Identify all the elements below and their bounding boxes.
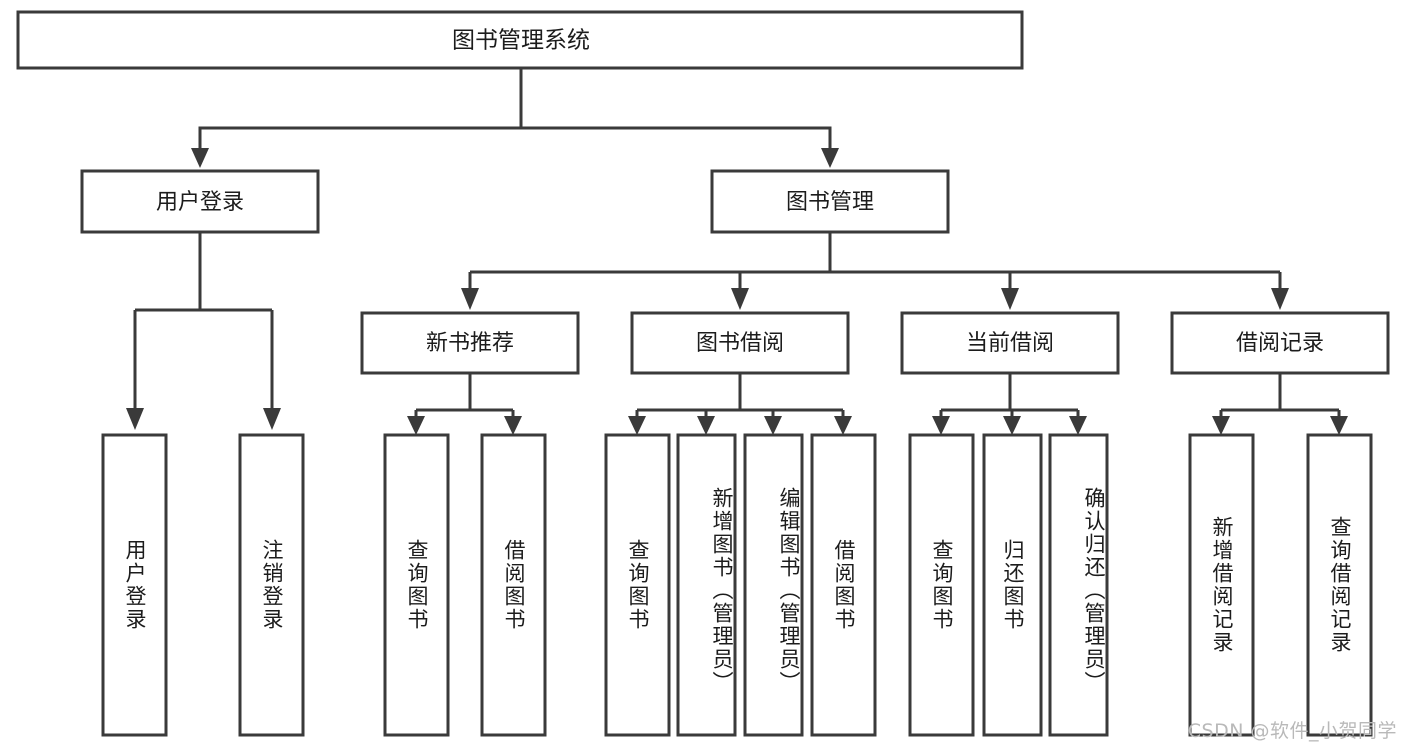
node-root-box (16, 10, 1024, 70)
connector-book-borrow-to-leaves (628, 373, 852, 435)
node-root-label: 图书管理系统 (452, 28, 590, 54)
node-user-login[interactable]: 用户登录 (80, 169, 320, 234)
arrow-to-leaf-borrow-book-1 (504, 416, 522, 435)
connector-new-book-rec-to-leaves (407, 373, 522, 435)
connector-borrow-record-to-leaves (1212, 373, 1348, 435)
leaf-boxes (101, 433, 1373, 737)
arrow-to-user-login (191, 148, 209, 168)
node-book-borrow[interactable]: 图书借阅 (630, 311, 850, 375)
leaf-box-query-book-2[interactable] (604, 433, 671, 737)
arrow-to-leaf-add-record (1212, 416, 1230, 435)
arrow-to-book-borrow (731, 288, 749, 310)
node-borrow-record-label: 借阅记录 (1236, 331, 1324, 356)
arrow-to-leaf-query-book-1 (407, 416, 425, 435)
arrow-to-leaf-add-book (697, 416, 715, 435)
arrow-to-leaf-edit-book (764, 416, 782, 435)
connector-book-manage-to-level3 (461, 232, 1289, 310)
node-new-book-rec-label: 新书推荐 (426, 331, 514, 356)
node-current-borrow[interactable]: 当前借阅 (900, 311, 1120, 375)
connector-root-to-level2 (191, 68, 839, 168)
leaf-box-add-book[interactable] (676, 433, 737, 737)
leaf-box-logout[interactable] (238, 433, 305, 737)
node-current-borrow-box (900, 311, 1120, 375)
arrow-to-leaf-user-login (126, 408, 144, 430)
arrow-to-leaf-borrow-book-2 (834, 416, 852, 435)
leaf-box-query-record[interactable] (1306, 433, 1373, 737)
leaf-box-edit-book[interactable] (743, 433, 804, 737)
leaf-box-borrow-book-1[interactable] (480, 433, 547, 737)
node-book-manage[interactable]: 图书管理 (710, 169, 950, 234)
leaf-box-query-book-3[interactable] (908, 433, 975, 737)
arrow-to-leaf-query-book-2 (628, 416, 646, 435)
leaf-box-add-record[interactable] (1188, 433, 1255, 737)
leaf-box-user-login[interactable] (101, 433, 168, 737)
arrow-to-leaf-query-book-3 (932, 416, 950, 435)
node-user-login-label: 用户登录 (156, 190, 244, 215)
node-new-book-rec[interactable]: 新书推荐 (360, 311, 580, 375)
arrow-to-leaf-logout (263, 408, 281, 430)
arrow-to-leaf-confirm-return (1069, 416, 1087, 435)
node-new-book-rec-box (360, 311, 580, 375)
node-borrow-record[interactable]: 借阅记录 (1170, 311, 1390, 375)
node-root[interactable]: 图书管理系统 (16, 10, 1024, 70)
arrow-to-current-borrow (1001, 288, 1019, 310)
node-book-borrow-label: 图书借阅 (696, 331, 784, 356)
connector-current-borrow-to-leaves (932, 373, 1087, 435)
arrow-to-leaf-query-record (1330, 416, 1348, 435)
arrow-to-leaf-return-book (1003, 416, 1021, 435)
csdn-watermark: CSDN @软件_小贺同学 (1187, 720, 1397, 742)
leaf-box-query-book-1[interactable] (383, 433, 450, 737)
leaf-box-confirm-return[interactable] (1048, 433, 1109, 737)
node-user-login-box (80, 169, 320, 234)
arrow-to-new-book-rec (461, 288, 479, 310)
leaf-box-borrow-book-2[interactable] (810, 433, 877, 737)
arrow-to-borrow-record (1271, 288, 1289, 310)
leaf-box-return-book[interactable] (982, 433, 1043, 737)
connector-user-login-to-leaves (126, 232, 281, 430)
node-current-borrow-label: 当前借阅 (966, 331, 1054, 356)
arrow-to-book-manage (821, 148, 839, 168)
node-book-manage-label: 图书管理 (786, 190, 874, 215)
